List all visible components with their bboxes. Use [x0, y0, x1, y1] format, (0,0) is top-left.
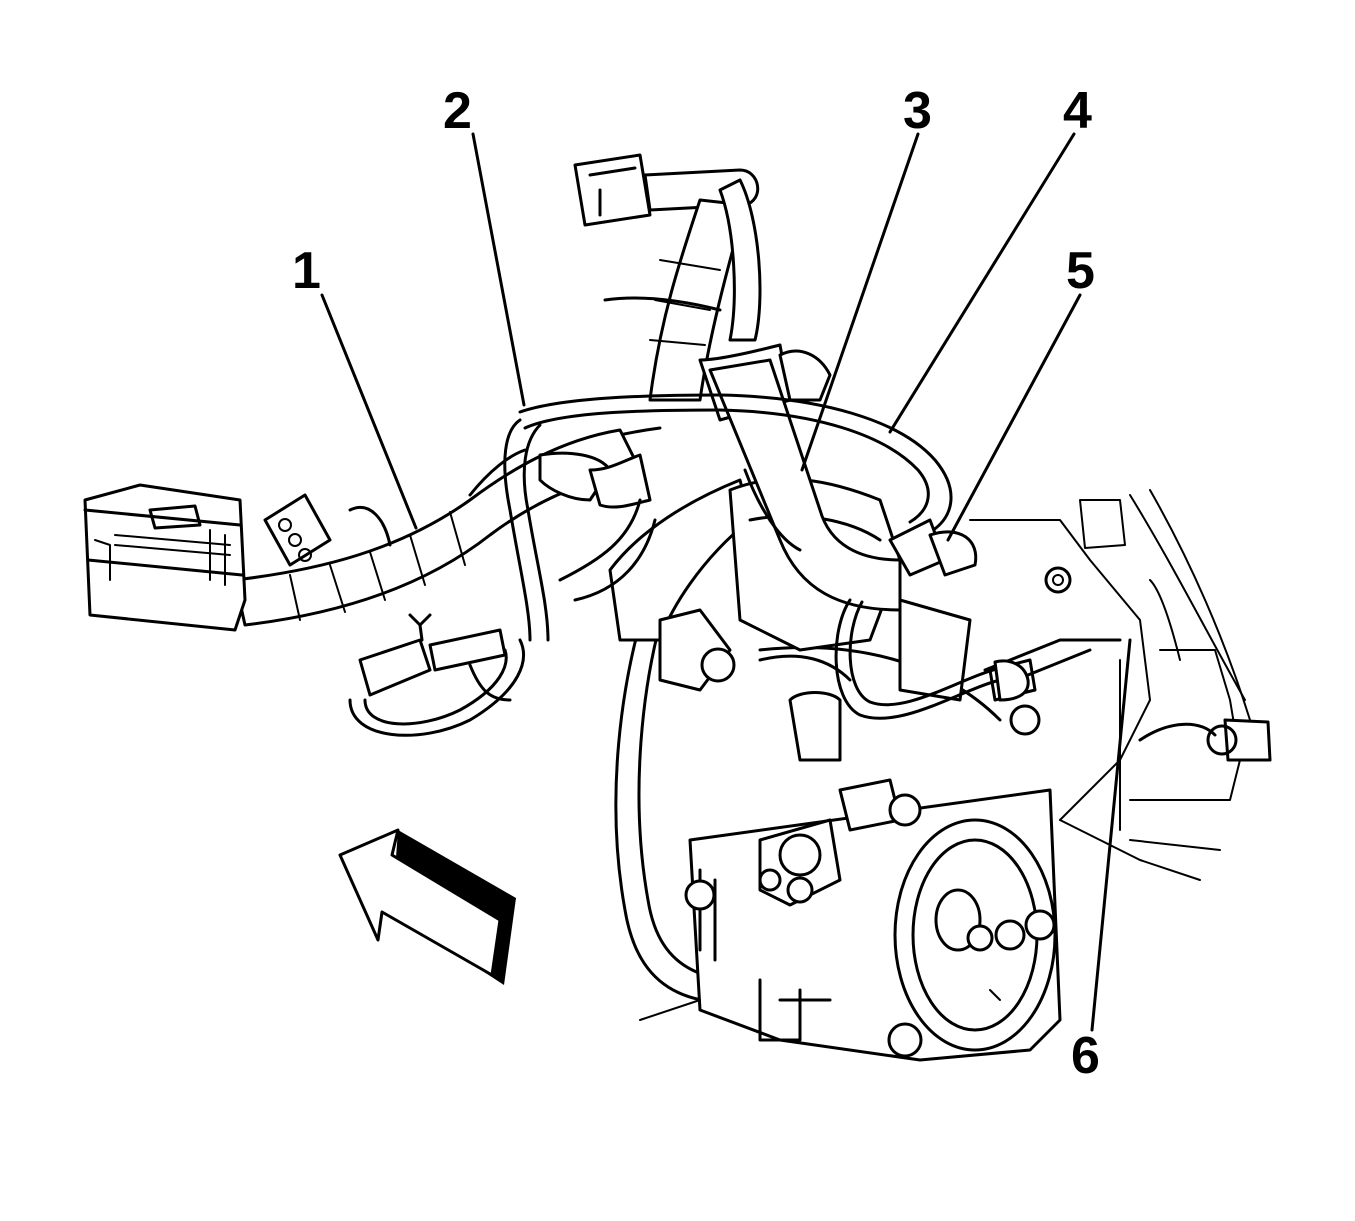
callout-3: 3 [903, 82, 932, 140]
callout-2: 2 [443, 82, 472, 140]
leader-2 [471, 132, 526, 407]
callout-1: 1 [292, 242, 321, 300]
heater-hoses [573, 153, 832, 422]
harness-clip-loop [503, 418, 550, 642]
leader-5 [946, 293, 1082, 542]
ac-compressor [639, 778, 1062, 1062]
callout-labels: 1 2 3 4 5 6 [292, 82, 1100, 1085]
control-module-box [83, 483, 247, 632]
leader-6 [1090, 638, 1132, 1032]
wire-pigtail [348, 613, 525, 737]
harness-connector [263, 493, 392, 567]
callout-leaders [320, 132, 1132, 1032]
leader-4 [888, 132, 1076, 434]
vacuum-hose [708, 358, 902, 612]
leader-1 [320, 293, 418, 530]
wiring-harness [233, 428, 657, 627]
fuel-line [518, 393, 1092, 720]
callout-6: 6 [1071, 1027, 1100, 1085]
callout-4: 4 [1063, 82, 1092, 140]
leader-3 [800, 132, 920, 472]
arrow-up-left-icon [338, 828, 516, 985]
callout-5: 5 [1066, 242, 1095, 300]
